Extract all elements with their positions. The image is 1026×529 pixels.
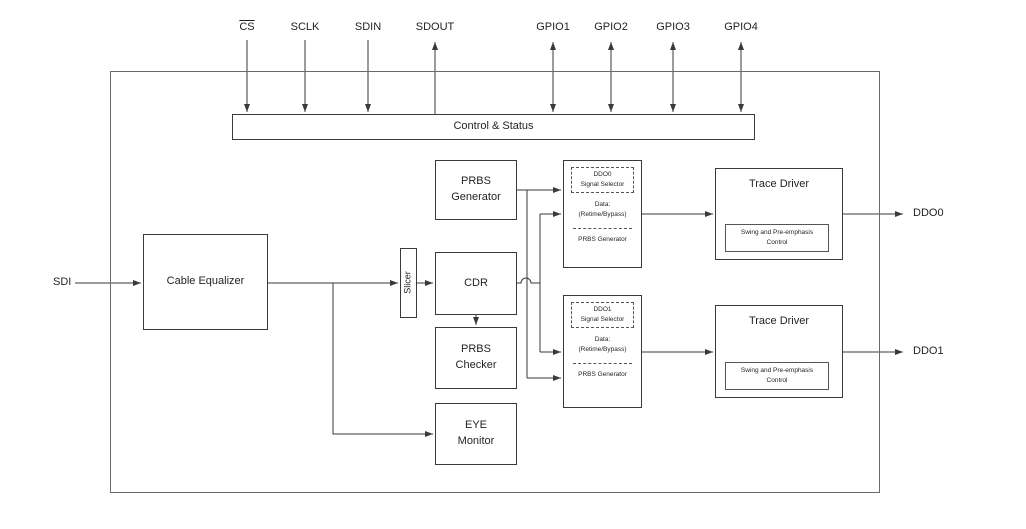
cable-equalizer-label: Cable Equalizer: [166, 275, 245, 288]
ddo0-prbs-generator-label: PRBS Generator: [578, 236, 627, 244]
ddo0-selector-data: Data: (Retime/Bypass): [564, 200, 641, 221]
block-eye-monitor: EYE Monitor: [435, 403, 517, 465]
pin-ddo0: DDO0: [913, 207, 944, 219]
block-cdr: CDR: [435, 252, 517, 315]
block-cable-equalizer: Cable Equalizer: [143, 234, 268, 330]
block-slicer: Slicer: [400, 248, 417, 318]
block-ddo1-signal-selector: DDO1 Signal Selector Data: (Retime/Bypas…: [563, 295, 642, 408]
pin-cs: CS: [239, 21, 254, 33]
block-control-status: Control & Status: [232, 114, 755, 140]
ddo0-data-label: Data:: [594, 200, 611, 208]
swing-preemphasis-control-1: Swing and Pre-emphasis Control: [725, 361, 829, 390]
ddo0-selector-title-box: DDO0 Signal Selector: [571, 167, 634, 193]
pin-sdin: SDIN: [354, 21, 382, 33]
trace-driver-1-title: Trace Driver: [748, 315, 810, 327]
ddo1-selector-data: Data: (Retime/Bypass): [564, 335, 641, 356]
pin-sdi: SDI: [53, 276, 72, 288]
prbs-generator-label: PRBS Generator: [451, 175, 501, 203]
ddo1-selector-name: DDO1: [593, 306, 612, 313]
swing-preemphasis-control-0: Swing and Pre-emphasis Control: [725, 223, 829, 252]
pin-gpio2: GPIO2: [594, 21, 628, 33]
ddo0-data-mode-label: (Retime/Bypass): [578, 210, 627, 218]
pin-cs-label: CS: [239, 21, 255, 33]
ddo1-selector-divider: [573, 363, 632, 365]
block-ddo0-signal-selector: DDO0 Signal Selector Data: (Retime/Bypas…: [563, 160, 642, 268]
trace-driver-0-title: Trace Driver: [748, 178, 810, 190]
pin-gpio1: GPIO1: [536, 21, 570, 33]
ddo1-selector-title: Signal Selector: [580, 315, 625, 323]
block-trace-driver-0: Trace Driver Swing and Pre-emphasis Cont…: [715, 168, 843, 260]
block-trace-driver-1: Trace Driver Swing and Pre-emphasis Cont…: [715, 305, 843, 398]
block-prbs-checker: PRBS Checker: [435, 327, 517, 389]
eye-monitor-label: EYE Monitor: [457, 419, 495, 447]
control-status-label: Control & Status: [453, 120, 534, 133]
pin-gpio3: GPIO3: [656, 21, 690, 33]
slicer-label: Slicer: [402, 271, 413, 295]
cdr-label: CDR: [464, 276, 488, 289]
ddo0-selector-divider: [573, 228, 632, 230]
ddo1-selector-title-box: DDO1 Signal Selector: [571, 302, 634, 328]
pin-sdout: SDOUT: [415, 21, 455, 33]
block-prbs-generator: PRBS Generator: [435, 160, 517, 220]
ddo0-selector-title: Signal Selector: [580, 180, 625, 188]
pin-sclk: SCLK: [290, 21, 320, 33]
ddo1-data-label: Data:: [594, 335, 611, 343]
pin-ddo1: DDO1: [913, 345, 944, 357]
ddo0-selector-name: DDO0: [593, 171, 612, 178]
chip-boundary: [110, 71, 880, 493]
prbs-checker-label: PRBS Checker: [455, 343, 497, 371]
ddo1-data-mode-label: (Retime/Bypass): [578, 345, 627, 353]
pin-gpio4: GPIO4: [724, 21, 758, 33]
ddo1-prbs-generator-label: PRBS Generator: [578, 371, 627, 379]
